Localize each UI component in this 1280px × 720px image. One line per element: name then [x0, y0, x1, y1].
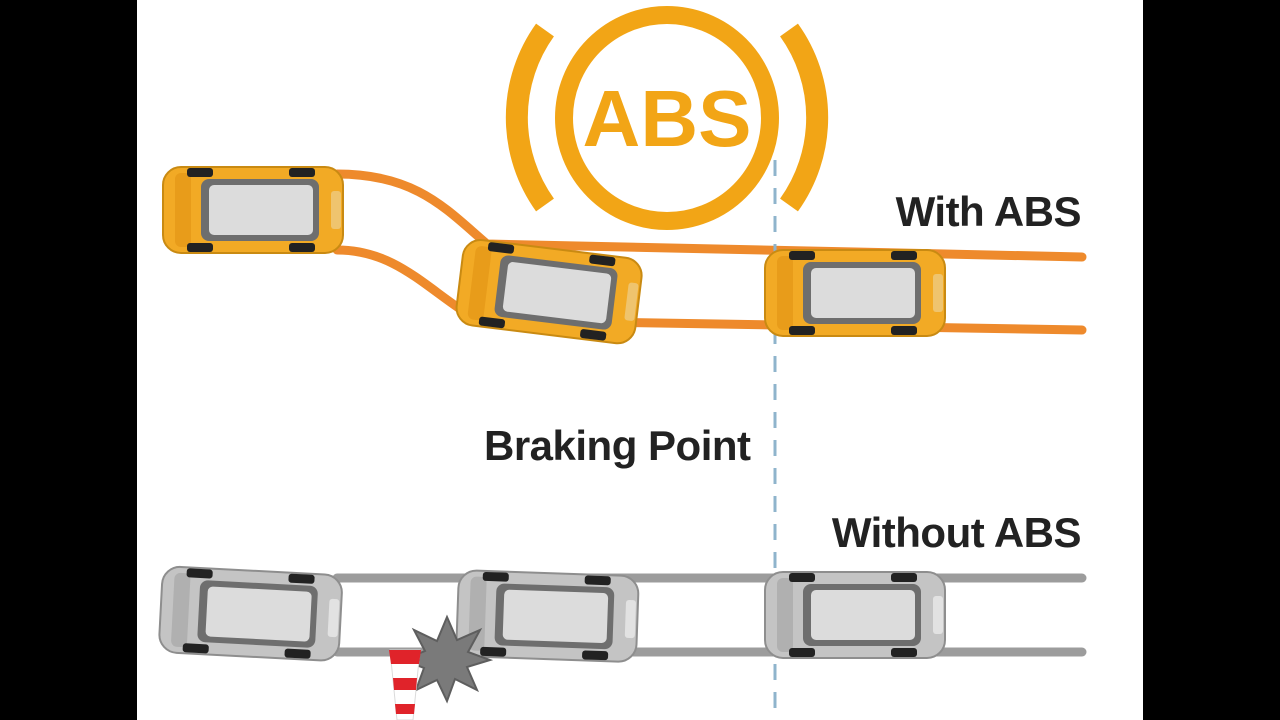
without-abs-label: Without ABS — [831, 509, 1082, 556]
braking-point-label: Braking Point — [484, 422, 751, 469]
car-without-abs-2 — [454, 569, 640, 664]
car-with-abs-2 — [453, 237, 645, 347]
abs-warning-icon: ABS — [505, 6, 829, 230]
traffic-cone-icon — [389, 649, 421, 720]
car-with-abs-3 — [764, 249, 946, 337]
car-without-abs-1 — [157, 565, 344, 663]
abs-badge-text: ABS — [583, 74, 752, 163]
diagram-canvas: ABS — [157, 6, 1087, 720]
abs-diagram: ABS — [137, 0, 1143, 720]
car-with-abs-1 — [162, 166, 344, 254]
with-abs-label: With ABS — [895, 188, 1082, 235]
collision-burst-icon — [400, 614, 494, 704]
car-without-abs-3 — [764, 571, 946, 659]
